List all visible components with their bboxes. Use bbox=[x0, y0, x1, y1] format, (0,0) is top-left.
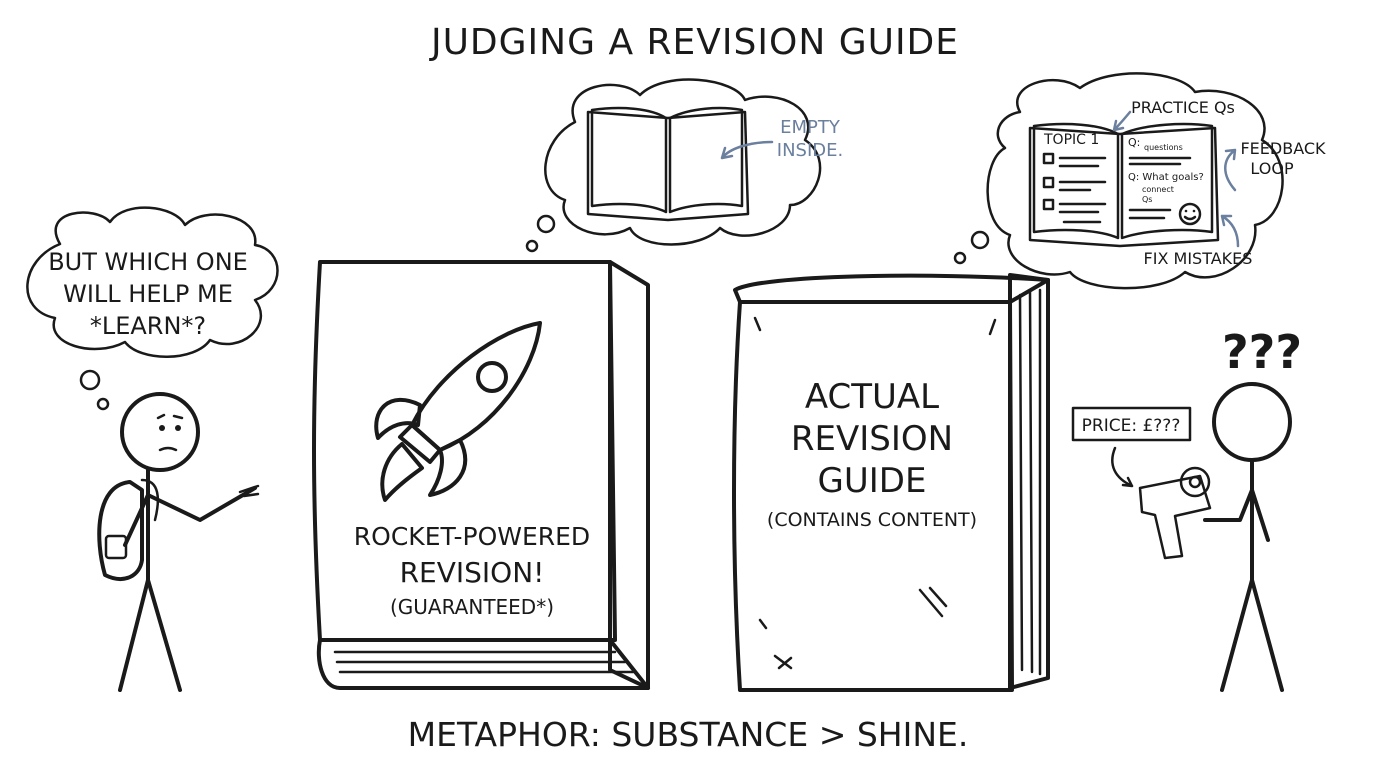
price-tag-label: PRICE: £??? bbox=[1071, 406, 1192, 442]
price-tag-text: PRICE: £??? bbox=[1082, 416, 1181, 436]
backpack-icon bbox=[97, 480, 144, 581]
student-thought-line-2: WILL HELP ME bbox=[63, 280, 233, 308]
practice-qs-label: PRACTICE Qs bbox=[1131, 98, 1235, 117]
shiny-book-thought-bubble: EMPTY INSIDE. bbox=[525, 78, 843, 253]
actual-revision-guide-book: ACTUAL REVISION GUIDE (CONTAINS CONTENT) bbox=[732, 273, 1050, 692]
shiny-book-line-1: ROCKET-POWERED bbox=[354, 522, 590, 551]
smiley-icon bbox=[1178, 202, 1202, 226]
workbook-q1-prefix: Q: bbox=[1128, 136, 1140, 149]
feedback-loop-label-1: FEEDBACK bbox=[1240, 139, 1326, 158]
real-book-line-4: (CONTAINS CONTENT) bbox=[767, 509, 977, 531]
real-book-line-1: ACTUAL bbox=[805, 377, 939, 417]
workbook-q2-sub1: connect bbox=[1142, 185, 1174, 194]
shopper-stick-figure: ??? PRICE: £??? bbox=[1071, 325, 1302, 692]
empty-inside-label-2: INSIDE. bbox=[777, 140, 843, 161]
workbook-q1-text: questions bbox=[1144, 143, 1183, 152]
student-thought-line-1: BUT WHICH ONE bbox=[48, 248, 248, 276]
price-tag-gun-icon bbox=[1138, 466, 1212, 560]
real-book-thought-bubble: TOPIC 1 Q: questions Q: What goals? conn… bbox=[953, 72, 1326, 290]
real-book-line-3: GUIDE bbox=[818, 461, 927, 501]
student-thought-bubble: BUT WHICH ONE WILL HELP ME *LEARN*? bbox=[26, 206, 279, 411]
empty-inside-label-1: EMPTY bbox=[780, 117, 841, 138]
shiny-book: ROCKET-POWERED REVISION! (GUARANTEED*) bbox=[312, 260, 650, 690]
workbook-topic-title: TOPIC 1 bbox=[1043, 132, 1099, 148]
shiny-book-line-3: (GUARANTEED*) bbox=[390, 595, 554, 619]
page-title: JUDGING A REVISION GUIDE bbox=[429, 22, 959, 63]
open-workbook-icon: TOPIC 1 Q: questions Q: What goals? conn… bbox=[1028, 122, 1220, 248]
question-marks: ??? bbox=[1222, 325, 1302, 379]
bottom-caption: METAPHOR: SUBSTANCE > SHINE. bbox=[408, 715, 969, 754]
rocket-icon bbox=[374, 321, 542, 502]
workbook-q2-text: Q: What goals? bbox=[1128, 172, 1204, 183]
shiny-book-line-2: REVISION! bbox=[400, 556, 545, 589]
student-stick-figure bbox=[97, 392, 260, 692]
real-book-line-2: REVISION bbox=[791, 419, 953, 459]
workbook-q2-sub2: Qs bbox=[1142, 195, 1152, 204]
empty-book-icon bbox=[586, 106, 750, 222]
student-thought-line-3: *LEARN*? bbox=[90, 312, 206, 340]
fix-mistakes-label: FIX MISTAKES bbox=[1144, 249, 1253, 268]
feedback-loop-label-2: LOOP bbox=[1250, 159, 1294, 178]
